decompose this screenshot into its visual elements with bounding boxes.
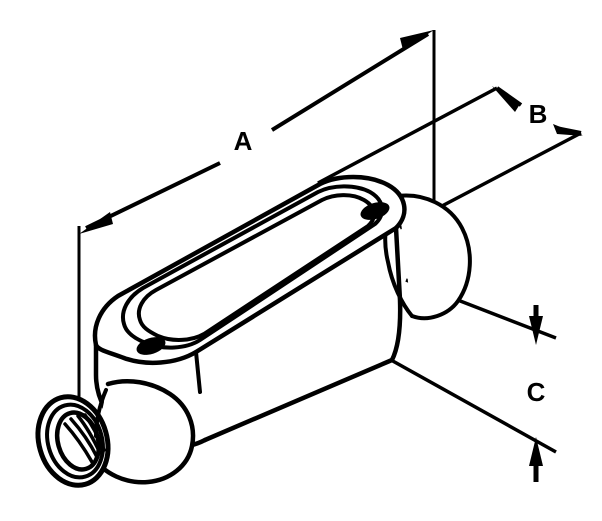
thread-line-2 bbox=[69, 417, 99, 459]
cover-flange-top-face bbox=[92, 174, 407, 365]
right-hub-outline bbox=[396, 193, 472, 321]
cover-screw-hole-upper-right bbox=[360, 202, 390, 220]
body-front-bottom-edge bbox=[202, 357, 395, 443]
dimension-a-right-arrowhead bbox=[400, 30, 434, 50]
left-hub-face-middle bbox=[45, 402, 105, 480]
cover-screw-hole-lower-left bbox=[136, 337, 166, 355]
dimension-b-left-arrowhead bbox=[492, 86, 520, 112]
thread-line-1 bbox=[63, 422, 94, 464]
dimension-b-label: B bbox=[529, 99, 548, 129]
left-hub-barrel bbox=[89, 379, 196, 485]
dimension-b-left-extension-line bbox=[317, 86, 498, 185]
dimension-a-group: A bbox=[77, 30, 436, 404]
dimension-c-top-arrowhead bbox=[529, 316, 543, 345]
dimension-c-bottom-extension-line bbox=[390, 358, 557, 454]
conduit-body-part bbox=[35, 174, 472, 488]
body-right-side-wall bbox=[389, 225, 403, 363]
dimension-a-left-arrowhead bbox=[79, 212, 113, 234]
thread-line-3 bbox=[76, 414, 102, 455]
hub-body-blend bbox=[94, 388, 108, 438]
dimension-a-line-right-segment bbox=[270, 32, 430, 132]
dimension-c-label: C bbox=[527, 377, 546, 407]
body-rear-corner-edge bbox=[194, 350, 202, 394]
dimension-c-group: C bbox=[390, 278, 557, 482]
dimension-a-label: A bbox=[234, 126, 253, 156]
dimension-c-bottom-arrowhead bbox=[529, 437, 543, 466]
dimension-b-right-arrowhead bbox=[553, 124, 583, 136]
